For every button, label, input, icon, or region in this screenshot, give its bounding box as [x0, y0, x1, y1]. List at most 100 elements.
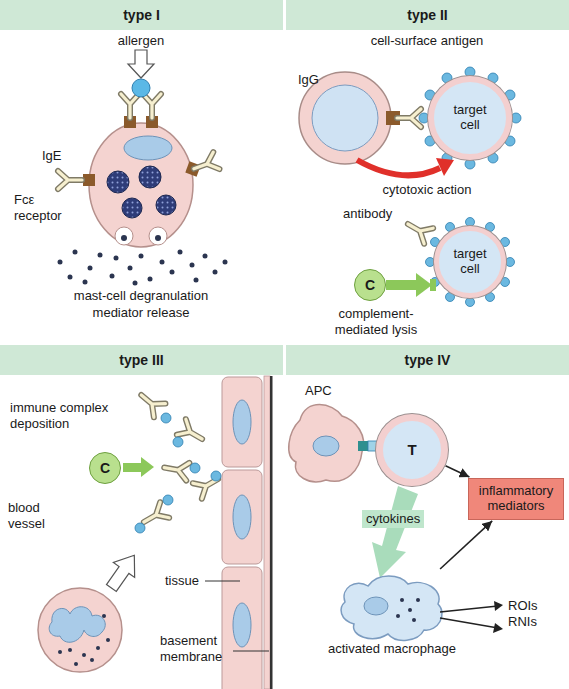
macrophage: [341, 576, 442, 640]
immune-complex: [135, 388, 222, 530]
ige-antibody: [143, 94, 161, 118]
ros-arrow: [440, 618, 498, 628]
vessel-wall: [222, 377, 262, 467]
vessel-wall: [222, 470, 262, 564]
mediator-granules: [170, 270, 175, 275]
antigen: [465, 159, 475, 169]
cytotoxic-arrow: [357, 158, 454, 176]
antibody-symbol: [403, 216, 433, 244]
node-text: T: [407, 441, 416, 458]
mast-cell: [139, 166, 161, 188]
complement-arrow: [416, 273, 432, 297]
basement-membrane: [264, 376, 273, 689]
antigen: [163, 495, 173, 505]
macrophage: [396, 614, 400, 618]
connector-arrow: [446, 466, 470, 477]
cytotoxic-arrow: [436, 158, 454, 176]
basement-membrane: [264, 376, 270, 689]
mediator-granules: [148, 277, 153, 282]
label-text: cytokines: [362, 510, 424, 528]
cytokine-arrow: [372, 486, 418, 578]
mediator-granules: [83, 280, 88, 285]
label-text: antibody: [343, 206, 392, 222]
ros-arrow: [493, 623, 503, 633]
neutrophil: [90, 658, 94, 662]
apc-cell: [289, 405, 364, 482]
migration-arrow: [101, 548, 145, 596]
mediator-granules: [194, 278, 199, 283]
mediator-granules: [58, 250, 228, 286]
allergen-arrow: [128, 50, 154, 78]
igg-antibody: [397, 109, 421, 127]
label-text: tissue: [165, 573, 199, 589]
tcr-mhc-contact: [358, 441, 368, 451]
mast-cell: [155, 235, 161, 241]
vessel-wall: [233, 400, 251, 444]
mediator-granules: [73, 250, 78, 255]
vessel-wall: [233, 495, 251, 539]
label-text: immune complex deposition: [10, 400, 116, 431]
migration-arrow: [101, 548, 145, 596]
macrophage: [341, 576, 442, 640]
neutrophil: [58, 650, 62, 654]
effector-cell: [299, 72, 400, 164]
neutrophil: [96, 646, 100, 650]
effector-cell: [299, 72, 391, 164]
label-text: IgE: [42, 148, 62, 164]
label-text: complement-mediated lysis: [326, 306, 426, 337]
antigen: [161, 413, 171, 423]
fc-receptor: [83, 116, 201, 186]
mediator-granules: [58, 260, 63, 265]
allergen: [132, 79, 150, 97]
neutrophil: [58, 614, 110, 666]
node-text: target cell: [444, 103, 496, 133]
complement-arrow: [123, 457, 154, 477]
label-text: allergen: [100, 33, 182, 49]
node-text: type IV: [405, 352, 451, 368]
vessel-wall: [233, 603, 251, 647]
neutrophil: [74, 662, 78, 666]
node-text: type I: [123, 7, 160, 23]
label-text: IgG: [298, 72, 319, 88]
target-cell: target cell: [428, 76, 512, 160]
mediator-granules: [213, 270, 218, 275]
node-text: activated macrophage: [328, 642, 456, 657]
tcr-mhc-contact: [358, 441, 378, 451]
effector-cell: [312, 85, 378, 151]
complement-arrow: [430, 279, 436, 291]
neutrophil: [102, 614, 106, 618]
panel-header: type I: [0, 0, 283, 30]
immune-complex: [163, 459, 190, 481]
immune-complex: [135, 388, 165, 417]
ige-antibody: [121, 94, 139, 118]
mediator-granules: [139, 254, 144, 259]
connector-arrow: [440, 521, 492, 569]
macrophage: [416, 598, 420, 602]
complement-arrow: [123, 463, 143, 472]
panel-header: type III: [0, 345, 283, 375]
antigen: [486, 293, 495, 302]
mediator-granules: [203, 254, 208, 259]
ige-antibody: [58, 94, 219, 189]
ros-arrow: [494, 601, 503, 611]
allergen-arrow: [128, 50, 154, 78]
label-text: mast-cell degranulation: [21, 288, 261, 304]
antigen: [511, 113, 521, 123]
macrophage-node: activated macrophage: [322, 570, 462, 657]
label-text: mediator release: [21, 305, 261, 321]
ros-arrow: [440, 606, 498, 612]
macrophage: [400, 598, 404, 602]
label-text: ROIs RNIs: [508, 598, 548, 629]
antigen: [135, 523, 145, 533]
mediator-granules: [114, 256, 119, 261]
macrophage: [412, 618, 416, 622]
antigen: [190, 463, 200, 473]
vessel-wall: [222, 377, 262, 689]
antigen: [173, 437, 183, 447]
mediator-box: inflammatory mediators: [468, 478, 564, 520]
node-text: type II: [407, 7, 447, 23]
mediator-granules: [98, 253, 103, 258]
node-text: C: [100, 460, 110, 476]
ige-antibody: [58, 171, 82, 189]
